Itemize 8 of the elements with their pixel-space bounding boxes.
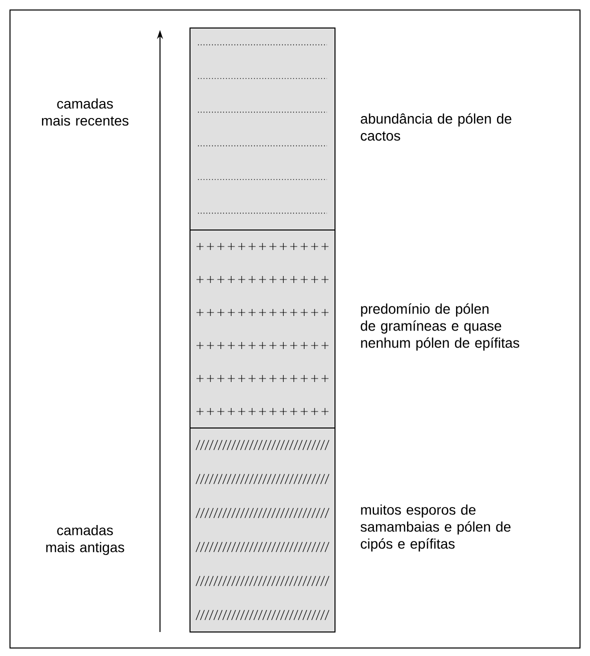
layer-age-label: camadas mais antigas bbox=[46, 524, 124, 556]
layer-description: abundância de pólen de cactos bbox=[360, 113, 512, 141]
layer-box bbox=[190, 230, 336, 428]
layer-box bbox=[190, 428, 336, 632]
layer-box bbox=[190, 28, 336, 230]
layer-description: muitos esporos de samambaias e pólen de cipós e epífitas bbox=[360, 504, 511, 552]
layer-age-label: camadas mais recentes bbox=[42, 98, 128, 126]
layer-description: predomínio de pólen de gramíneas e quase nenhum pólen de epífitas bbox=[360, 303, 520, 351]
